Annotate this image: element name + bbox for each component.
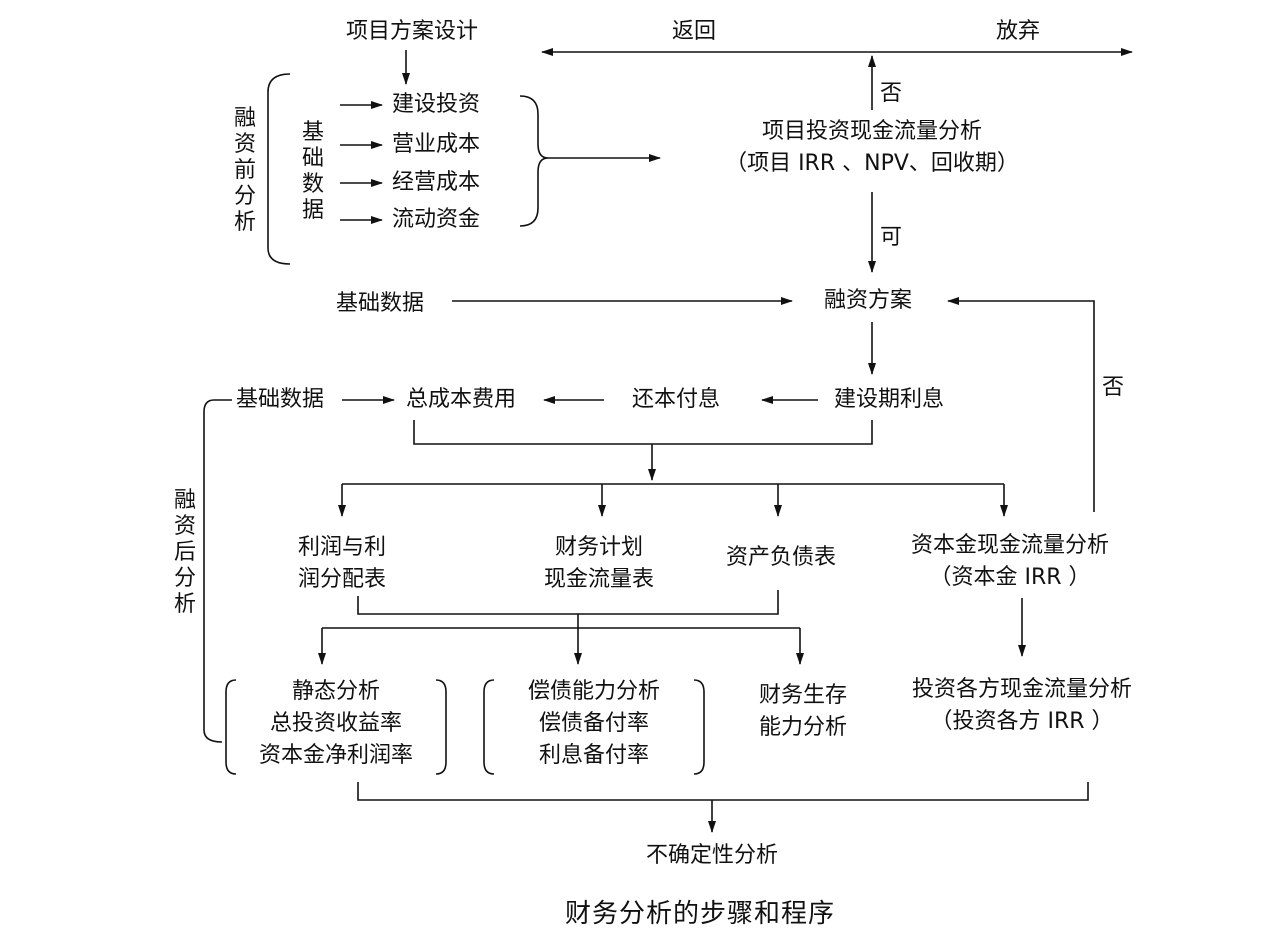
basic-data-vertical-label: 基础数据 xyxy=(301,120,324,223)
pre-item-working-capital: 流动资金 xyxy=(392,207,481,232)
pre-financing-bracket xyxy=(267,73,291,265)
go-back-label: 返回 xyxy=(672,19,717,44)
post-financing-label: 融资后分析 xyxy=(173,488,196,617)
pre-financing-label: 融资前分析 xyxy=(233,106,256,235)
pre-item-business-cost: 经营成本 xyxy=(392,170,481,195)
static-analysis-line1: 静态分析 xyxy=(291,679,380,704)
profit-statement-node-line2: 润分配表 xyxy=(297,567,386,592)
items-brace xyxy=(519,95,549,227)
project-design-node: 项目方案设计 xyxy=(346,19,479,44)
basic-data-node-3: 基础数据 xyxy=(236,387,325,412)
abandon-label: 放弃 xyxy=(996,19,1041,44)
pre-item-construction-investment: 建设投资 xyxy=(392,92,481,117)
investor-cashflow-title: 投资各方现金流量分析 xyxy=(911,677,1132,702)
debt-capacity-line2: 偿债备付率 xyxy=(538,711,649,736)
post-financing-bracket xyxy=(203,399,232,743)
repayment-node: 还本付息 xyxy=(632,387,721,412)
debt-capacity-line1: 偿债能力分析 xyxy=(527,679,660,704)
static-analysis-line2: 总投资收益率 xyxy=(269,711,402,736)
investor-cashflow-metric: （投资各方 IRR ） xyxy=(930,709,1114,734)
capital-cashflow-metric: （资本金 IRR ） xyxy=(929,565,1091,590)
profit-statement-node-line1: 利润与利 xyxy=(297,535,386,560)
ok-label: 可 xyxy=(880,225,903,250)
construction-interest-node: 建设期利息 xyxy=(834,387,945,412)
feedback-no-line xyxy=(947,297,1095,512)
project-cashflow-metrics: （项目 IRR 、NPV、回收期） xyxy=(725,151,1019,176)
total-cost-node: 总成本费用 xyxy=(406,387,517,412)
balance-sheet-node: 资产负债表 xyxy=(726,545,837,570)
static-analysis-line3: 资本金净利润率 xyxy=(258,743,413,768)
no-label-feedback: 否 xyxy=(1102,375,1125,400)
financial-plan-node-line2: 现金流量表 xyxy=(543,567,654,592)
pre-item-operating-cost: 营业成本 xyxy=(392,132,481,157)
survival-capacity-line1: 财务生存 xyxy=(758,683,847,708)
financial-plan-node-line1: 财务计划 xyxy=(554,535,643,560)
no-label-top: 否 xyxy=(880,81,903,106)
project-cashflow-title: 项目投资现金流量分析 xyxy=(761,119,982,144)
uncertainty-analysis-node: 不确定性分析 xyxy=(645,843,778,868)
basic-data-node-2: 基础数据 xyxy=(336,291,425,316)
debt-capacity-line3: 利息备付率 xyxy=(538,743,649,768)
figure-caption: 财务分析的步骤和程序 xyxy=(564,899,835,929)
capital-cashflow-title: 资本金现金流量分析 xyxy=(910,533,1109,558)
survival-capacity-line2: 能力分析 xyxy=(758,715,847,740)
financing-plan-node: 融资方案 xyxy=(824,288,913,313)
